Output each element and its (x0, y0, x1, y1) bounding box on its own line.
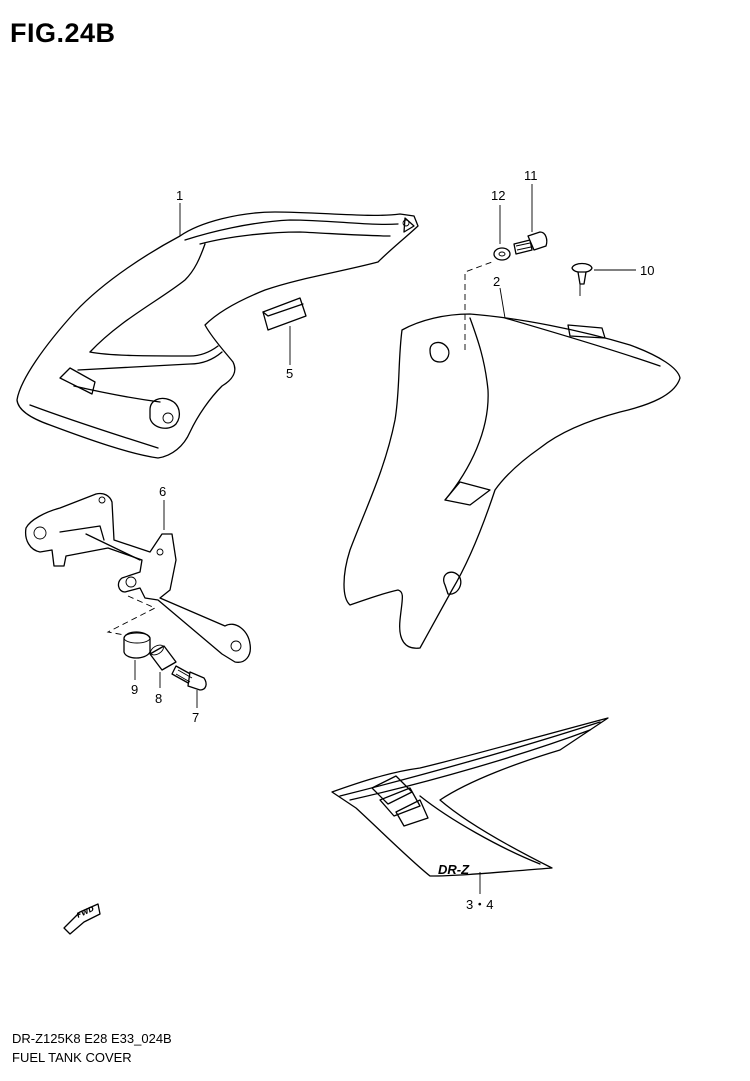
part-8-collar[interactable] (149, 643, 177, 671)
part-10-clip[interactable] (571, 262, 593, 285)
callout-3-4: 3・4 (466, 897, 493, 912)
part-1-left-tank-cover[interactable] (16, 211, 419, 459)
callout-8: 8 (155, 691, 162, 706)
fwd-arrow-icon: FWD (63, 903, 101, 935)
part-7-bolt[interactable] (171, 665, 207, 691)
decal-logo-text: DR-Z (438, 862, 470, 877)
callout-11: 11 (524, 168, 538, 183)
callout-7: 7 (192, 710, 199, 725)
callout-6: 6 (159, 484, 166, 499)
callout-2: 2 (493, 274, 500, 289)
figure-title: FIG.24B (10, 18, 116, 48)
part-9-grommet[interactable] (123, 631, 151, 659)
callout-12: 12 (491, 188, 505, 203)
callout-10: 10 (640, 263, 654, 278)
figure-code: DR-Z125K8 E28 E33_024B (12, 1031, 172, 1046)
part-11-bolt[interactable] (513, 231, 548, 255)
figure-name: FUEL TANK COVER (12, 1050, 132, 1065)
part-12-washer[interactable] (493, 247, 511, 261)
part-2-right-tank-cover[interactable] (343, 313, 681, 649)
part-3-4-decal[interactable]: DR-Z (331, 717, 609, 877)
callout-9: 9 (131, 682, 138, 697)
part-6-bracket[interactable] (24, 492, 251, 663)
callout-5: 5 (286, 366, 293, 381)
part-5-cushion-pad[interactable] (262, 297, 307, 331)
callout-1: 1 (176, 188, 183, 203)
